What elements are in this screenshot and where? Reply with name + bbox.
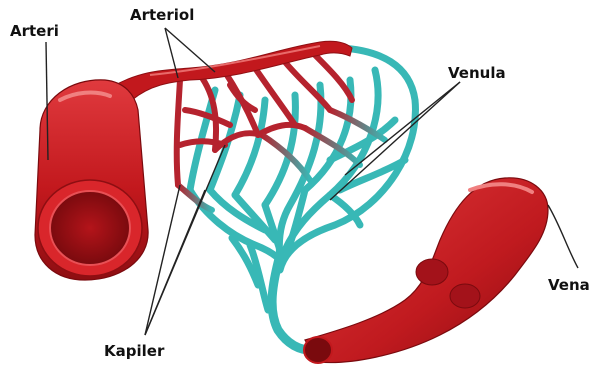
label-kapiler: Kapiler <box>104 342 165 360</box>
leader-kapiler-3 <box>145 145 225 335</box>
capillary-network-venous <box>190 48 415 350</box>
label-vena: Vena <box>548 276 590 294</box>
leader-arteriol-2 <box>165 28 215 72</box>
leader-vena <box>548 205 578 268</box>
leader-kapiler-1 <box>145 185 180 335</box>
label-venula: Venula <box>448 64 506 82</box>
label-arteriol: Arteriol <box>130 6 194 24</box>
label-arteri: Arteri <box>10 22 59 40</box>
artery <box>35 80 148 280</box>
